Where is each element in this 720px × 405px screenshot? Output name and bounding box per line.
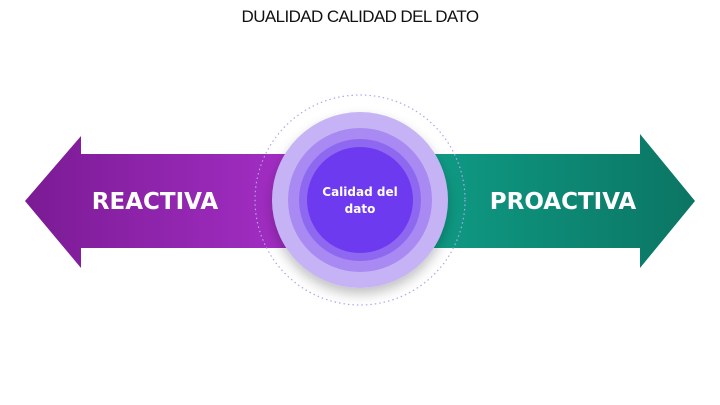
reactive-label: REACTIVA [92, 189, 219, 215]
proactive-label: PROACTIVA [490, 189, 637, 215]
reactive-arrow-shape [25, 136, 305, 268]
center-ring-core [307, 147, 413, 253]
center-label-line-1: Calidad del [322, 185, 397, 199]
proactive-arrow-shape [420, 134, 695, 268]
center-label-line-2: dato [345, 202, 376, 216]
outer-dotted-ring [254, 94, 466, 306]
page-title: DUALIDAD CALIDAD DEL DATO [241, 7, 480, 26]
